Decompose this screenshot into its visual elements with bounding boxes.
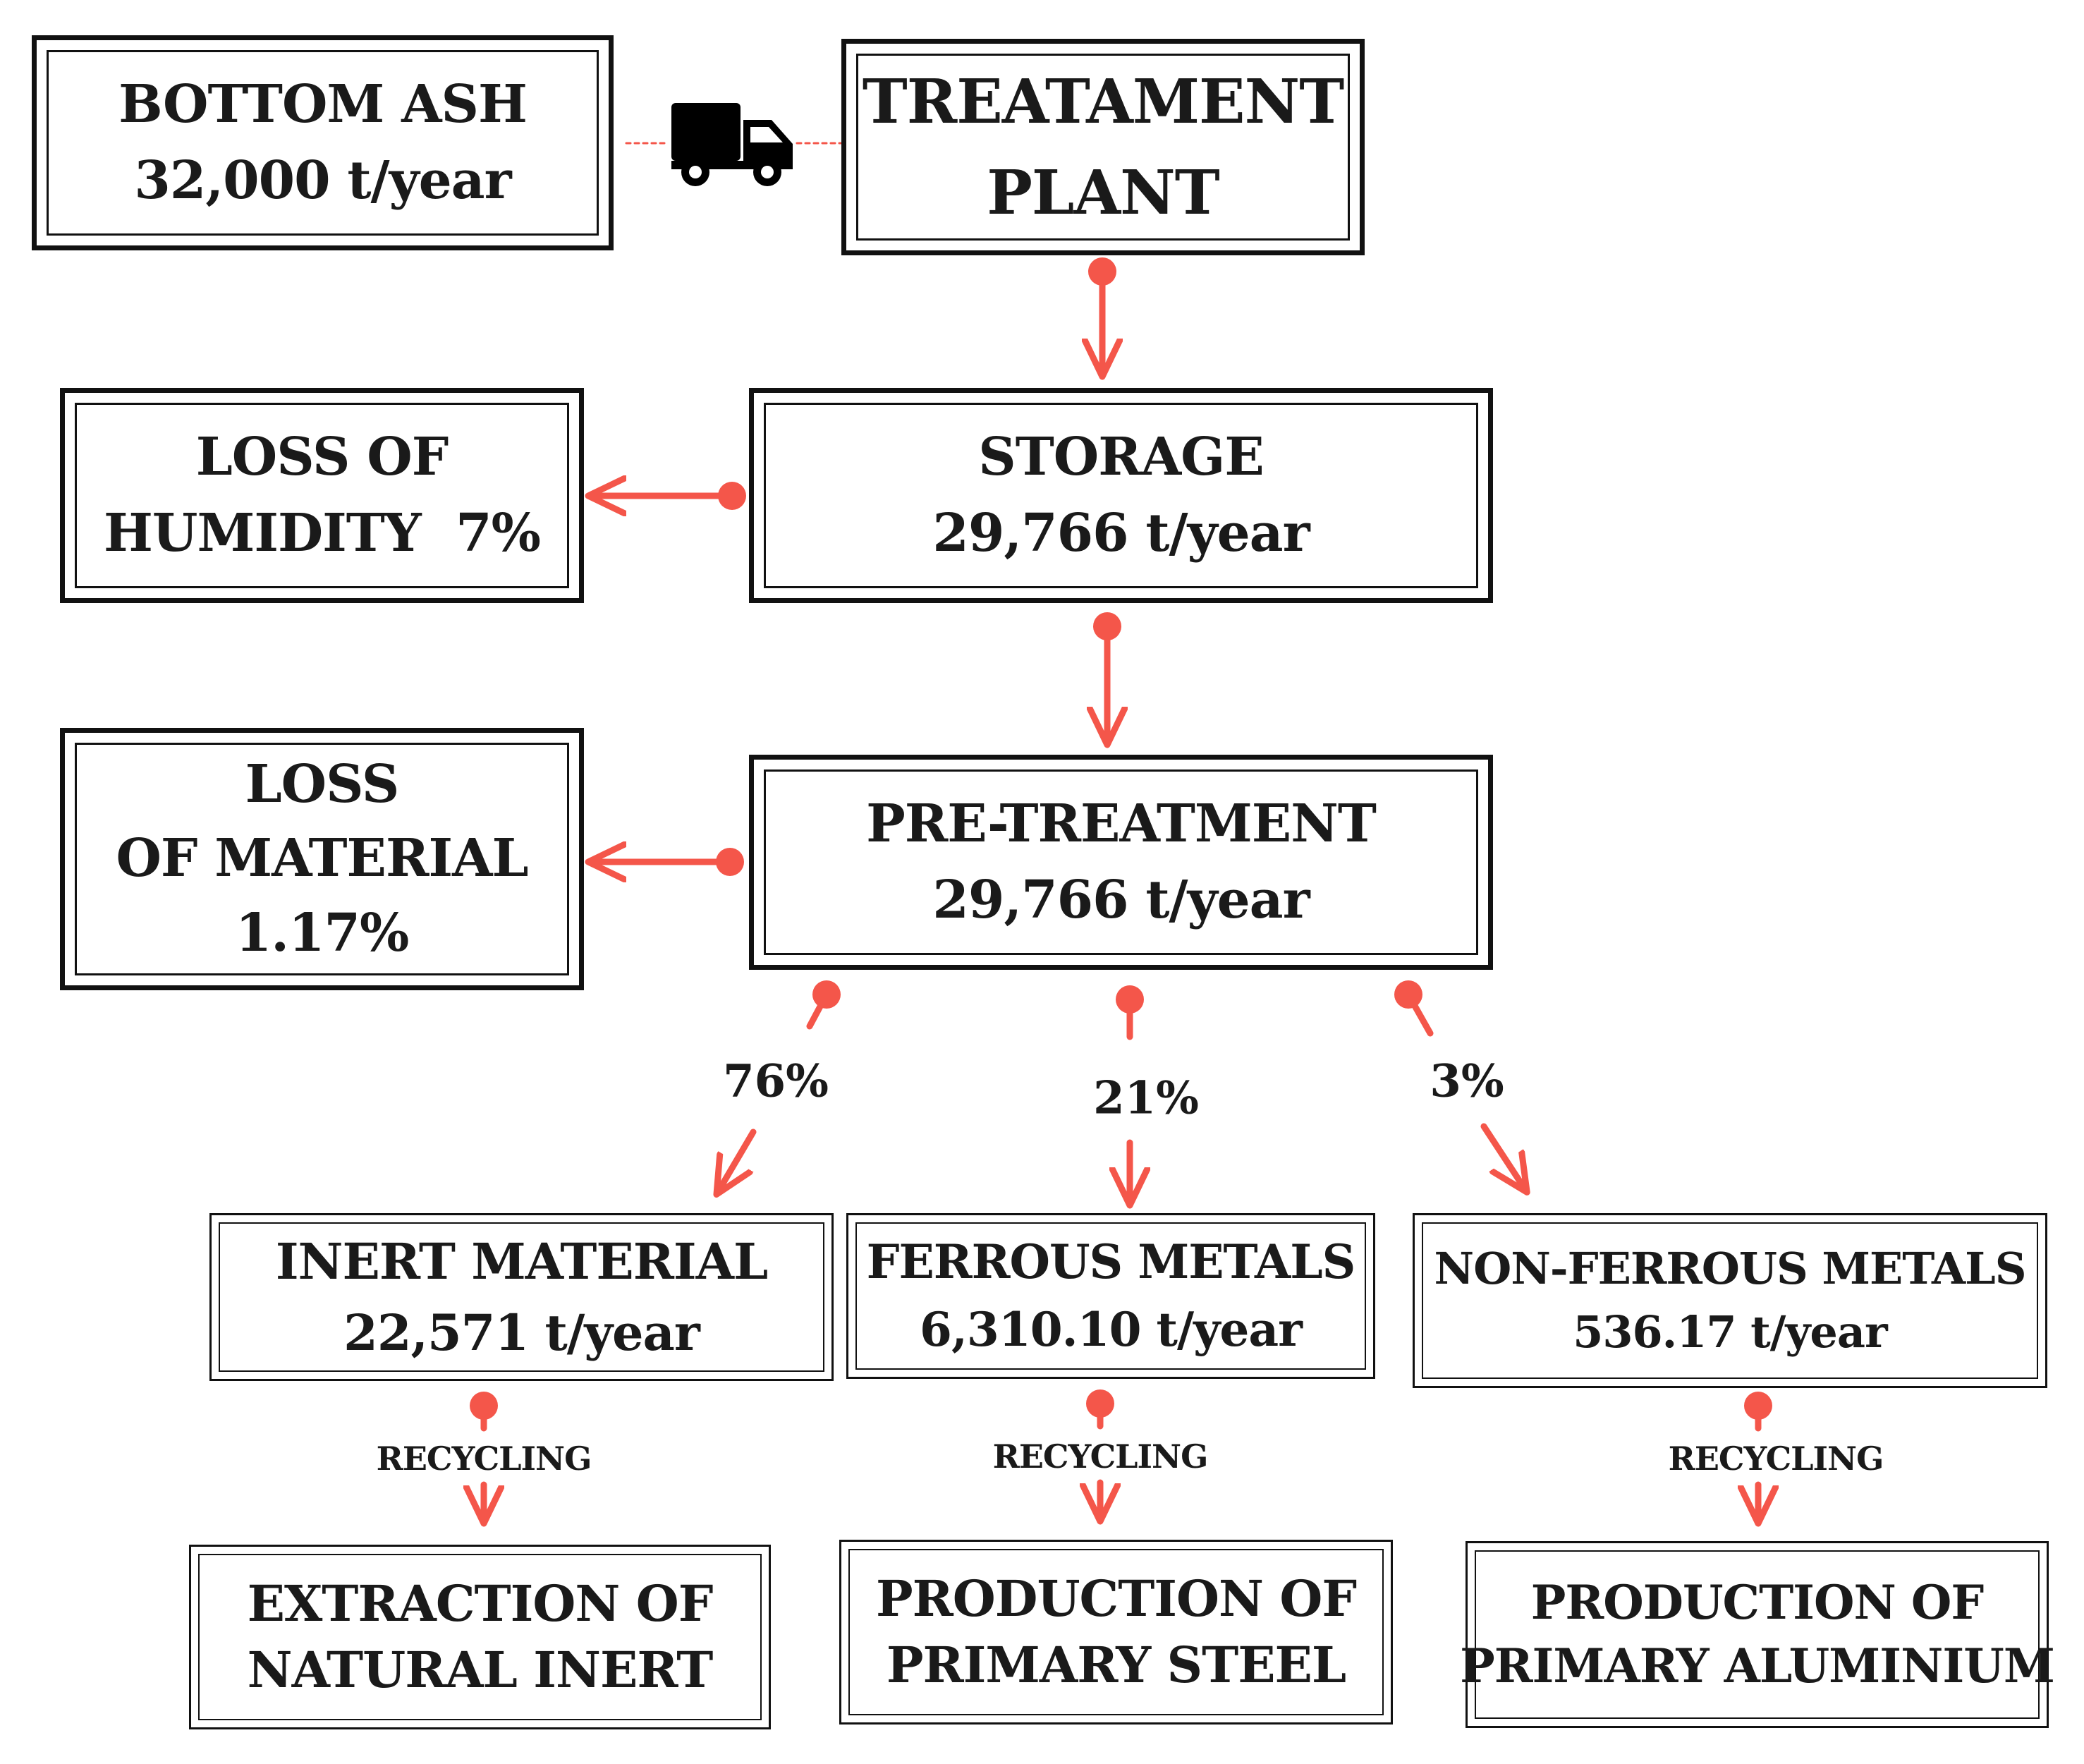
treatment-plant-label-2: PLANT [987, 157, 1219, 229]
non-ferrous-metals-label: NON-FERROUS METALS [1434, 1243, 2027, 1295]
recycling-inert-label: RECYCLING [376, 1440, 592, 1478]
dot-recycle-ferrous [1086, 1389, 1114, 1418]
primary-steel-label-1: PRODUCTION OF [875, 1569, 1357, 1628]
arrow-3-lower [1480, 1123, 1525, 1190]
arrow-76-lower [718, 1129, 757, 1192]
ferrous-metals-amount: 6,310.10 t/year [920, 1301, 1303, 1357]
loss-of-material-label-1: LOSS [245, 754, 400, 815]
dot-storage-left [718, 482, 746, 510]
loss-of-humidity-box: LOSS OF HUMIDITY 7% [60, 388, 584, 603]
dot-storage-bottom [1093, 612, 1121, 640]
dot-plant [1088, 257, 1116, 286]
primary-aluminium-label-1: PRODUCTION OF [1530, 1575, 1984, 1631]
pre-treatment-box: PRE-TREATMENT 29,766 t/year [749, 755, 1493, 970]
extraction-label-1: EXTRACTION OF [247, 1574, 714, 1633]
recycling-ferrous-label: RECYCLING [992, 1437, 1209, 1476]
primary-steel-box: PRODUCTION OF PRIMARY STEEL [839, 1540, 1393, 1725]
ferrous-metals-label: FERROUS METALS [866, 1234, 1356, 1289]
primary-aluminium-label-2: PRIMARY ALUMINIUM [1460, 1638, 2055, 1693]
truck-icon [671, 103, 793, 186]
loss-of-material-box: LOSS OF MATERIAL 1.17% [60, 728, 584, 990]
loss-of-humidity-value: HUMIDITY 7% [104, 502, 541, 564]
inert-material-label: INERT MATERIAL [275, 1231, 768, 1291]
dot-pretreatment-left [716, 848, 744, 876]
storage-label: STORAGE [978, 427, 1264, 488]
loss-of-humidity-label: LOSS OF [195, 427, 449, 488]
recycling-nonferrous-label: RECYCLING [1668, 1440, 1884, 1478]
split-21-label: 21% [1093, 1071, 1199, 1125]
split-76-label: 76% [723, 1054, 829, 1108]
primary-steel-label-2: PRIMARY STEEL [886, 1636, 1346, 1694]
treatment-plant-label-1: TREATAMENT [862, 66, 1344, 138]
dot-split-3 [1394, 980, 1422, 1009]
dot-split-21 [1116, 985, 1144, 1014]
storage-box: STORAGE 29,766 t/year [749, 388, 1493, 603]
bottom-ash-amount: 32,000 t/year [134, 150, 511, 211]
dot-recycle-inert [470, 1392, 498, 1420]
pre-treatment-amount: 29,766 t/year [932, 869, 1310, 930]
dot-recycle-nonferrous [1744, 1392, 1772, 1420]
ferrous-metals-box: FERROUS METALS 6,310.10 t/year [846, 1213, 1375, 1379]
pre-treatment-label: PRE-TREATMENT [866, 793, 1377, 855]
split-3-label: 3% [1430, 1054, 1504, 1108]
primary-aluminium-box: PRODUCTION OF PRIMARY ALUMINIUM [1460, 1541, 2055, 1728]
treatment-plant-box: TREATAMENT PLANT [841, 39, 1365, 255]
non-ferrous-metals-box: NON-FERROUS METALS 536.17 t/year [1413, 1213, 2047, 1388]
inert-material-amount: 22,571 t/year [343, 1303, 700, 1362]
loss-of-material-label-2: OF MATERIAL [116, 828, 528, 889]
dot-split-76 [812, 980, 841, 1009]
extraction-box: EXTRACTION OF NATURAL INERT [189, 1545, 771, 1729]
bottom-ash-label: BOTTOM ASH [118, 74, 528, 135]
loss-of-material-value: 1.17% [235, 902, 410, 963]
storage-amount: 29,766 t/year [932, 502, 1310, 564]
bottom-ash-box: BOTTOM ASH 32,000 t/year [32, 35, 614, 250]
inert-material-box: INERT MATERIAL 22,571 t/year [209, 1213, 834, 1381]
extraction-label-2: NATURAL INERT [247, 1641, 714, 1699]
non-ferrous-metals-amount: 536.17 t/year [1573, 1306, 1887, 1358]
